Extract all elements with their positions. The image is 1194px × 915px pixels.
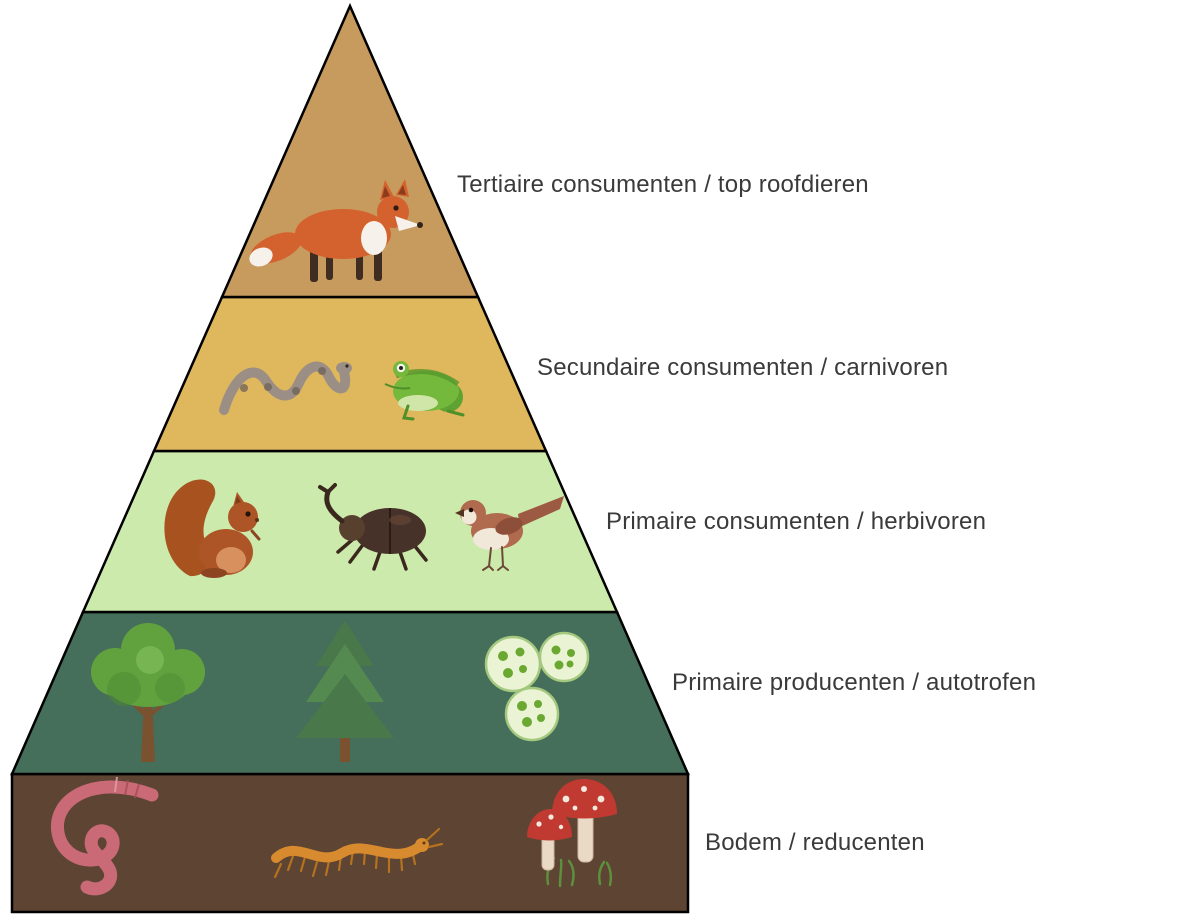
- snake-icon: [219, 361, 352, 415]
- algae-icon: [484, 631, 590, 742]
- earthworm-icon: [51, 776, 159, 896]
- beetle-icon: [318, 483, 428, 571]
- centipede-icon: [271, 827, 444, 879]
- squirrel-icon: [164, 479, 261, 578]
- label-tertiary-consumers: Tertiaire consumenten / top roofdieren: [457, 171, 869, 198]
- label-primary-producers: Primaire producenten / autotrofen: [672, 669, 1037, 696]
- pine-tree-icon: [296, 620, 394, 762]
- bird-icon: [455, 496, 564, 571]
- level-shape-secondary-consumers: [152, 295, 548, 453]
- label-soil-decomposers: Bodem / reducenten: [705, 829, 925, 856]
- label-secondary-consumers: Secundaire consumenten / carnivoren: [537, 354, 949, 381]
- label-primary-consumers: Primaire consumenten / herbivoren: [606, 508, 987, 535]
- tree-icon: [91, 623, 205, 762]
- frog-icon: [384, 361, 465, 421]
- fox-icon: [249, 179, 423, 282]
- mushrooms-icon: [527, 779, 617, 888]
